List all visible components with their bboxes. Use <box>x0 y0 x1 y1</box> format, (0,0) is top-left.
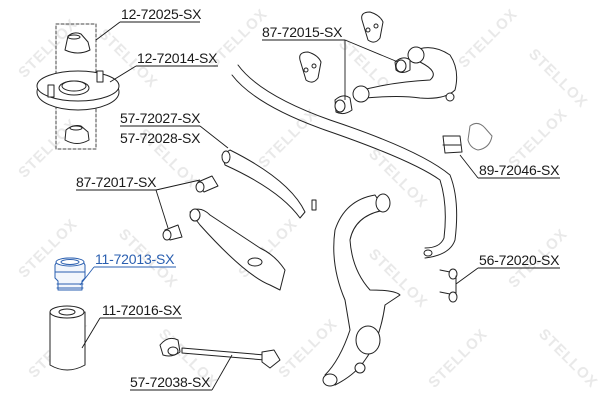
lower-control-arm <box>189 208 286 291</box>
upper-control-arm <box>352 46 458 103</box>
part-label-12-72014-sx[interactable]: 12-72014-SX <box>137 50 218 66</box>
stabilizer-bar <box>231 64 458 259</box>
part-label-57-72027-sx[interactable]: 57-72027-SX <box>120 110 201 126</box>
leader-lines <box>76 21 560 391</box>
part-12-72014-sx[interactable] <box>36 70 120 111</box>
part-87-72017-sx[interactable] <box>162 175 219 241</box>
part-label-57-72038-sx[interactable]: 57-72038-SX <box>130 374 211 390</box>
part-label-56-72020-sx[interactable]: 56-72020-SX <box>479 252 560 268</box>
part-label-11-72016-sx[interactable]: 11-72016-SX <box>102 302 182 318</box>
part-label-57-72028-sx[interactable]: 57-72028-SX <box>120 130 201 146</box>
part-89-72046-sx[interactable] <box>442 122 493 154</box>
part-label-12-72025-sx[interactable]: 12-72025-SX <box>121 6 202 22</box>
part-57-72027-sx[interactable] <box>221 149 317 219</box>
steering-knuckle <box>322 193 401 387</box>
part-12-72025-sx[interactable] <box>64 32 91 54</box>
part-label-11-72013-sx[interactable]: 11-72013-SX <box>95 251 175 267</box>
part-12-72025-sx-lower[interactable] <box>64 125 90 144</box>
part-label-87-72017-sx[interactable]: 87-72017-SX <box>76 174 157 190</box>
part-87-72015-sx[interactable] <box>299 11 411 115</box>
part-11-72016-sx[interactable] <box>49 305 86 371</box>
part-56-72020-sx[interactable] <box>439 268 458 303</box>
part-label-89-72046-sx[interactable]: 89-72046-SX <box>479 162 560 178</box>
part-57-72038-sx[interactable] <box>159 337 281 369</box>
part-11-72013-sx[interactable] <box>54 257 86 291</box>
part-label-87-72015-sx[interactable]: 87-72015-SX <box>262 24 343 40</box>
